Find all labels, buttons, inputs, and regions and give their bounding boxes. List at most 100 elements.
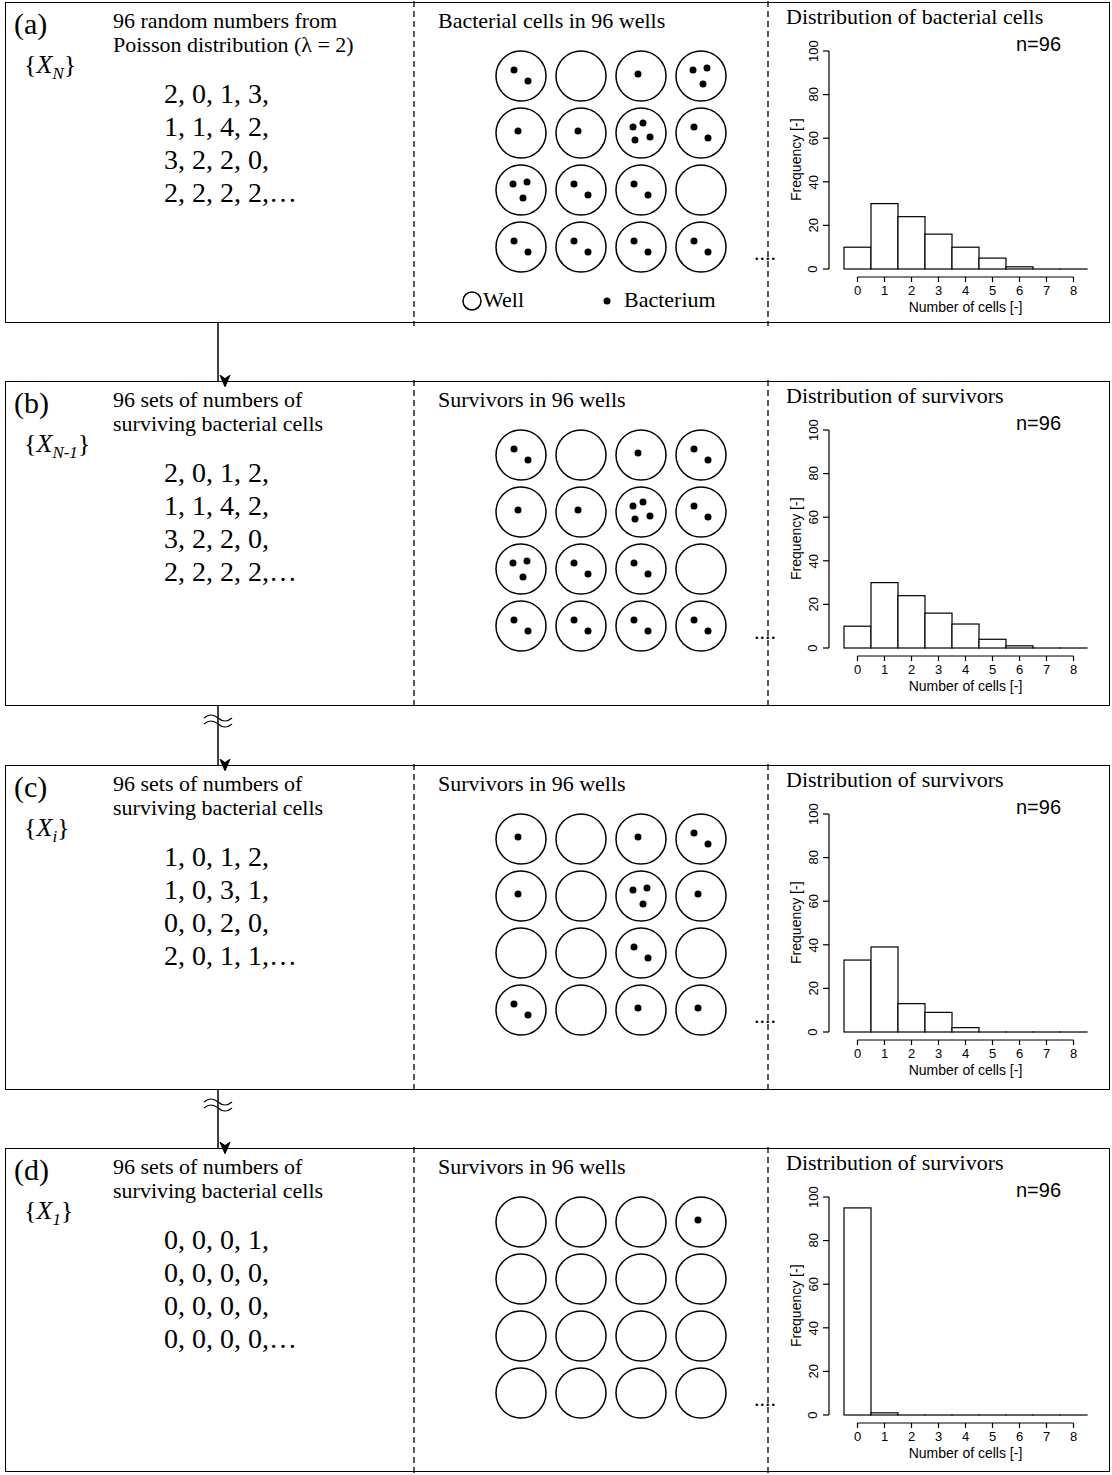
bacterium-dot (691, 503, 698, 510)
well-circle (616, 165, 666, 215)
axis-label: Frequency [-] (788, 119, 803, 201)
tick-label: 4 (962, 284, 969, 298)
well-circle (676, 601, 726, 651)
sample-size: n=96 (1016, 412, 1061, 434)
tick-label: 6 (1016, 1430, 1023, 1444)
tick-label: 80 (807, 850, 821, 864)
y-axis (828, 814, 829, 1032)
well-circle (496, 108, 546, 158)
number-row: 0, 0, 2, 0, (164, 908, 269, 939)
tick-label: 5 (989, 1047, 996, 1061)
axis-tick (823, 1284, 829, 1285)
ellipsis-mark: .... (754, 1387, 776, 1411)
number-row: 0, 0, 0, 0, (164, 1291, 269, 1322)
histogram-bar (1060, 268, 1087, 269)
panel-box: (d)96 sets of numbers of surviving bacte… (5, 1148, 1110, 1472)
histogram-bar (925, 1414, 952, 1415)
well-circle (616, 601, 666, 651)
well-circle (496, 544, 546, 594)
histogram-bar (952, 1028, 979, 1032)
well-circle (496, 51, 546, 101)
tick-label: 40 (807, 175, 821, 189)
histogram-bar (952, 1414, 979, 1415)
dashed-divider (413, 1147, 414, 1475)
bacterium-dot (645, 192, 652, 199)
bacterium-dot (511, 617, 518, 624)
axis-tick (992, 656, 993, 661)
histogram-bar (871, 583, 898, 648)
axis-label: Number of cells [-] (909, 1446, 1023, 1461)
tick-label: 2 (908, 1047, 915, 1061)
panel-heading: 96 sets of numbers of surviving bacteria… (113, 388, 363, 436)
number-row: 1, 1, 4, 2, (164, 491, 269, 522)
bacterium-dot (705, 841, 712, 848)
histogram-bar (952, 247, 979, 269)
dashed-divider (767, 1, 768, 326)
well-circle (676, 928, 726, 978)
bacterium-dot (510, 560, 517, 567)
histogram-bar (1006, 646, 1033, 648)
tick-label: 0 (854, 284, 861, 298)
bacterium-dot (585, 571, 592, 578)
well-circle (556, 871, 606, 921)
tick-label: 3 (935, 663, 942, 677)
well-symbol (463, 292, 481, 310)
bacterium-dot (691, 446, 698, 453)
bacterium-dot (571, 238, 578, 245)
tick-label: 8 (1070, 1047, 1077, 1061)
axis-tick (857, 1040, 858, 1045)
axis-tick (823, 988, 829, 989)
bacterium-dot (515, 891, 522, 898)
bacterium-dot (631, 944, 638, 951)
tick-label: 1 (881, 663, 888, 677)
well-circle (556, 222, 606, 272)
histogram-bar (871, 1413, 898, 1415)
number-row: 1, 1, 4, 2, (164, 112, 269, 143)
well-circle (556, 1368, 606, 1418)
well-circle (676, 165, 726, 215)
y-axis (828, 51, 829, 269)
tick-label: 6 (1016, 663, 1023, 677)
axis-tick (857, 1423, 858, 1428)
well-circle (616, 51, 666, 101)
well-circle (556, 814, 606, 864)
bacterium-dot (571, 560, 578, 567)
histogram-bar (952, 624, 979, 648)
axis-tick (857, 277, 858, 282)
tick-label: 60 (807, 510, 821, 524)
bacterium-dot (635, 1005, 642, 1012)
histogram-bar (979, 1031, 1006, 1032)
histogram-bar (844, 960, 871, 1032)
section-title: Bacterial cells in 96 wells (438, 9, 665, 33)
bacterium-dot (575, 507, 582, 514)
bacterium-dot (691, 238, 698, 245)
bacterium-dot (515, 507, 522, 514)
axis-tick (823, 901, 829, 902)
histogram-bar (1033, 647, 1060, 648)
axis-tick (1046, 277, 1047, 282)
axis-tick (1019, 1423, 1020, 1428)
dashed-divider (767, 764, 768, 1093)
tick-label: 60 (807, 894, 821, 908)
histogram-bar (1060, 1031, 1087, 1032)
axis-tick (823, 138, 829, 139)
bacterium-dot (695, 1005, 702, 1012)
tick-label: 4 (962, 1047, 969, 1061)
well-circle (556, 430, 606, 480)
bacterium-dot (690, 67, 697, 74)
axis-tick (884, 1040, 885, 1045)
bacterium-dot (585, 249, 592, 256)
number-row: 0, 0, 0, 1, (164, 1225, 269, 1256)
histogram-bar (1006, 267, 1033, 269)
axis-tick (1073, 1040, 1074, 1045)
tick-label: 6 (1016, 1047, 1023, 1061)
tick-label: 2 (908, 663, 915, 677)
bacterium-dot (644, 885, 651, 892)
bacterium-dot (635, 71, 642, 78)
dashed-divider (413, 1, 414, 326)
well-circle (676, 1254, 726, 1304)
bacterium-dot (515, 128, 522, 135)
histogram-bar (871, 947, 898, 1032)
well-circle (676, 985, 726, 1035)
well-circle (556, 1254, 606, 1304)
